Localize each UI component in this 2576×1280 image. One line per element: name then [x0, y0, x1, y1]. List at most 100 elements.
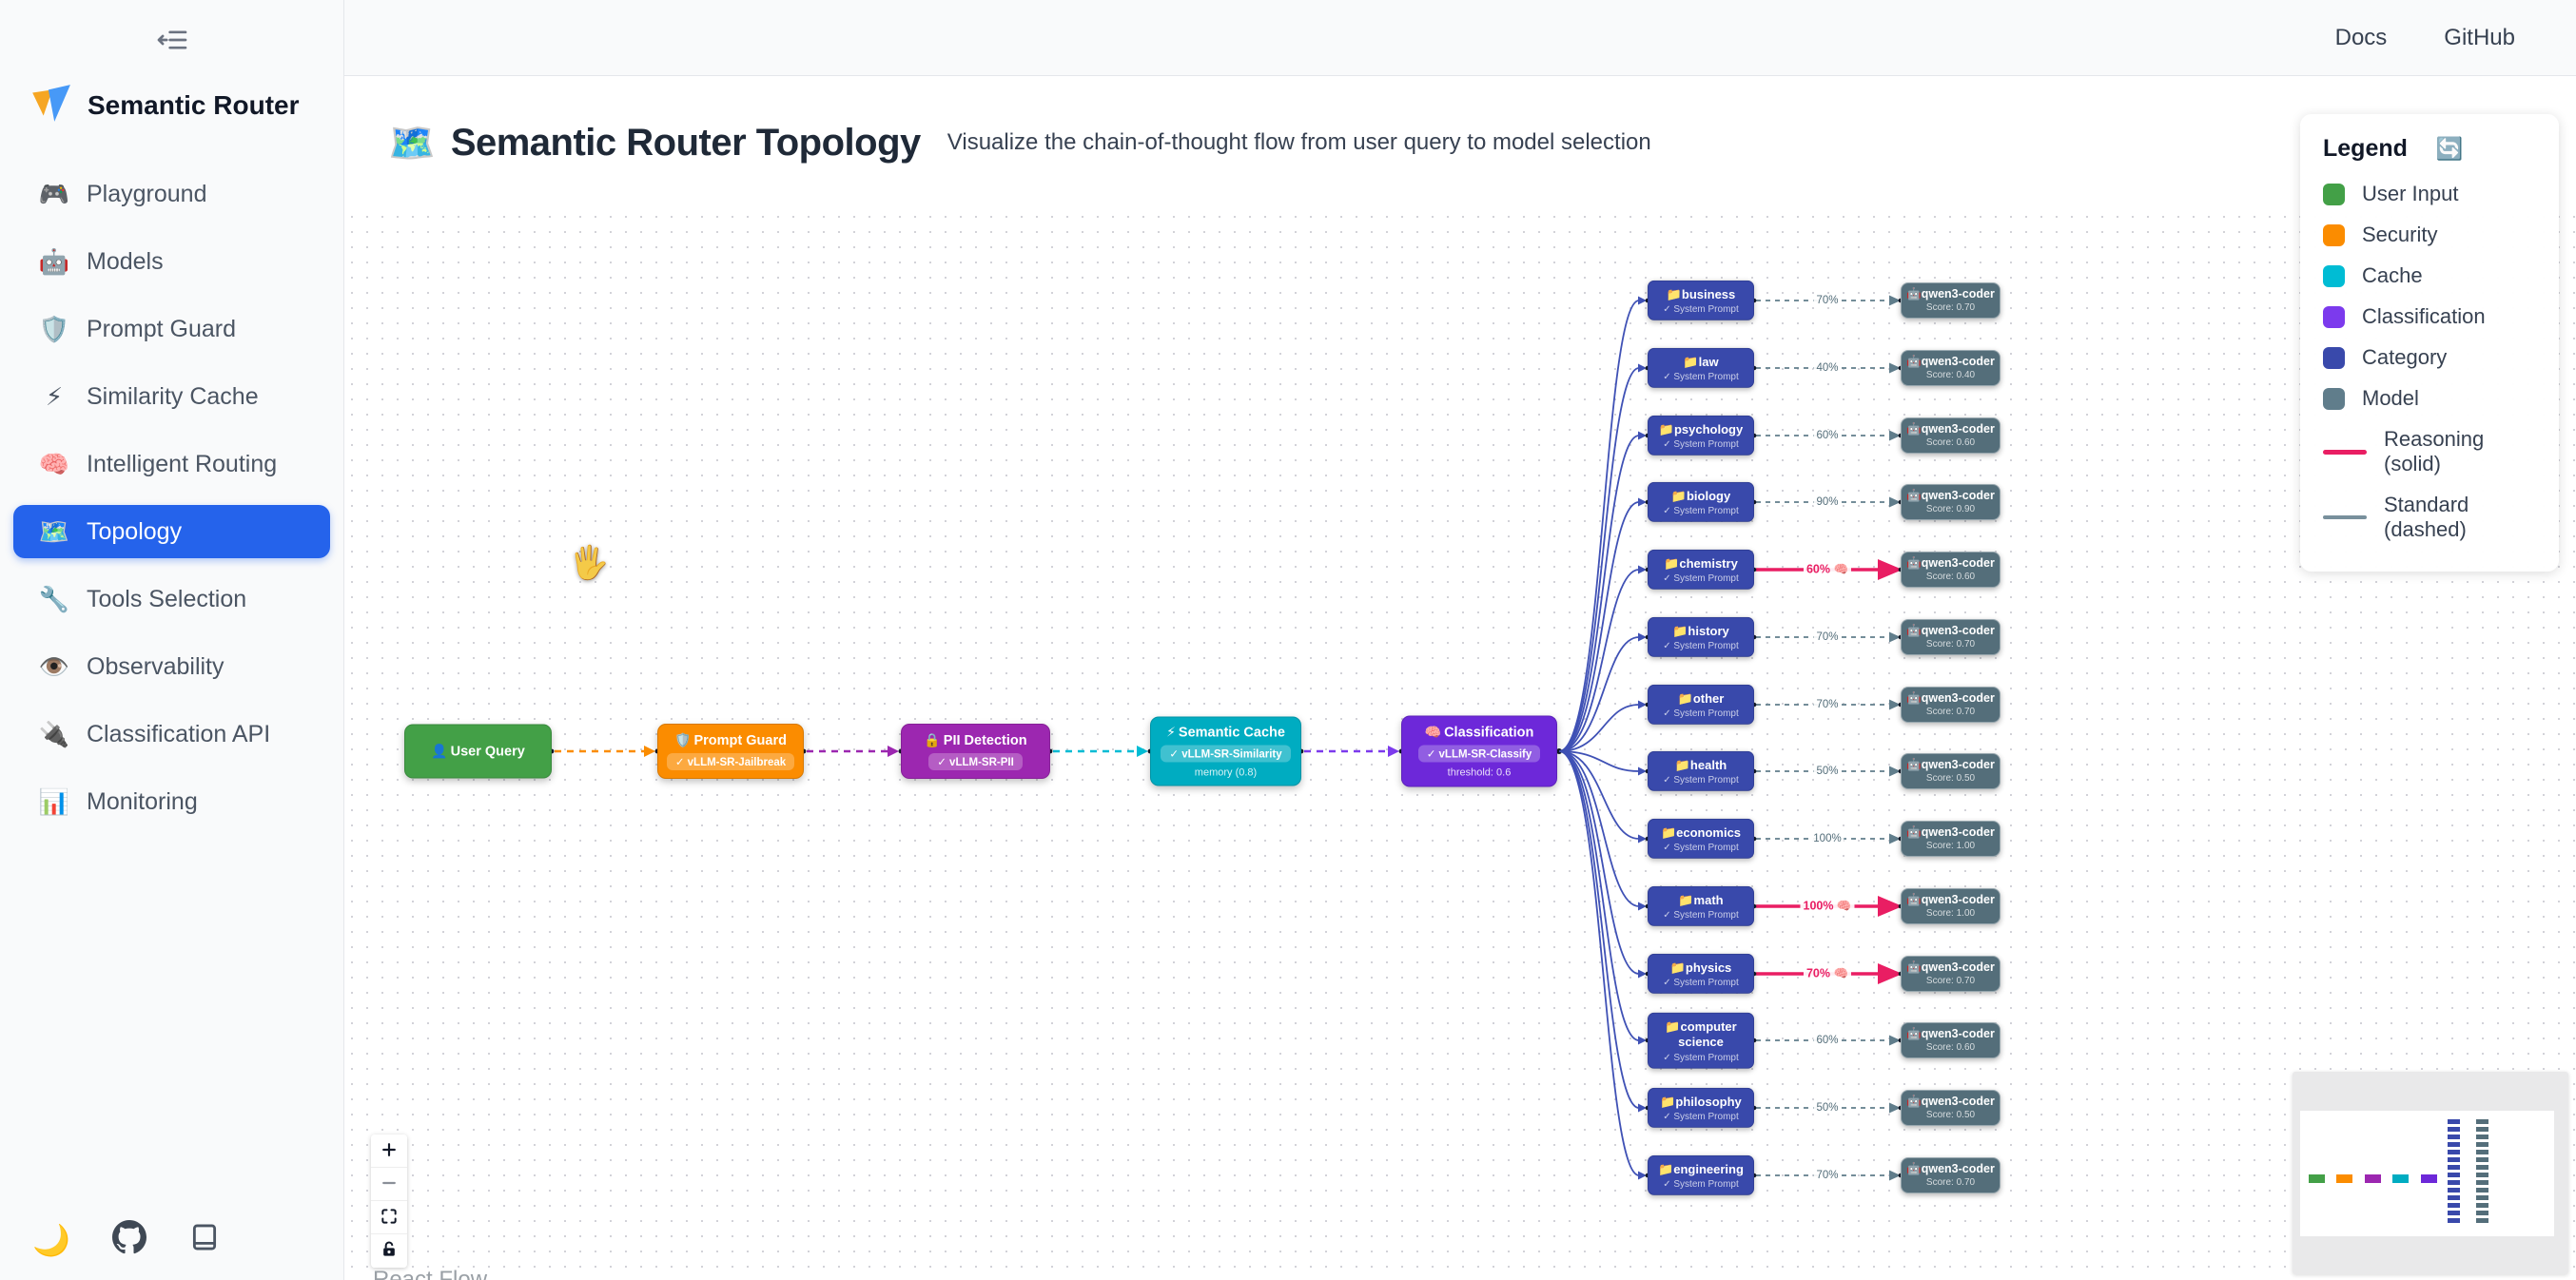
sidebar-item-prompt-guard[interactable]: 🛡️ Prompt Guard: [13, 302, 330, 356]
minimap-node: [2448, 1180, 2460, 1185]
category-swatch: [2323, 346, 2345, 369]
fit-view-button[interactable]: [371, 1201, 407, 1234]
sidebar-item-label: Intelligent Routing: [87, 450, 278, 477]
refresh-icon[interactable]: 🔄: [2435, 136, 2464, 161]
minimap-node: [2448, 1157, 2460, 1162]
sidebar-item-classification-api[interactable]: 🔌 Classification API: [13, 708, 330, 761]
sidebar-item-intelligent-routing[interactable]: 🧠 Intelligent Routing: [13, 437, 330, 491]
docs-link[interactable]: Docs: [2334, 24, 2388, 50]
sidebar-item-similarity-cache[interactable]: ⚡ Similarity Cache: [13, 370, 330, 423]
map-icon: 🗺️: [38, 516, 70, 546]
category-node-chemistry[interactable]: 📁chemistry✓ System Prompt: [1648, 549, 1754, 591]
sidebar-item-observability[interactable]: 👁️ Observability: [13, 640, 330, 693]
model-score: Score: 0.60: [1925, 1042, 1976, 1053]
sidebar-item-playground[interactable]: 🎮 Playground: [13, 167, 330, 221]
minimap-node: [2448, 1211, 2460, 1215]
category-node-physics[interactable]: 📁physics✓ System Prompt: [1648, 953, 1754, 995]
category-node-economics[interactable]: 📁economics✓ System Prompt: [1648, 818, 1754, 860]
minimap[interactable]: [2293, 1072, 2568, 1274]
category-subtext: ✓ System Prompt: [1663, 573, 1739, 585]
eye-icon: 👁️: [38, 651, 70, 681]
content: 🗺️ Semantic Router Topology Visualize th…: [344, 76, 2576, 1280]
edge-label-math: 100% 🧠: [1800, 899, 1855, 914]
category-node-math[interactable]: 📁math✓ System Prompt: [1648, 885, 1754, 927]
sidebar-item-topology[interactable]: 🗺️ Topology: [13, 505, 330, 558]
github-footer-button[interactable]: [111, 1220, 146, 1261]
category-title: 📁economics: [1660, 824, 1742, 840]
shield-icon: 🛡️: [38, 314, 70, 343]
classification-swatch: [2323, 305, 2345, 328]
model-score: Score: 0.50: [1925, 773, 1976, 784]
model-title: 🤖qwen3-coder: [1906, 287, 1995, 301]
model-score: Score: 0.70: [1925, 1177, 1976, 1188]
main-area: Docs GitHub 🗺️ Semantic Router Topology …: [344, 0, 2576, 1280]
sidebar-item-label: Similarity Cache: [87, 382, 259, 410]
category-node-law[interactable]: 📁law✓ System Prompt: [1648, 347, 1754, 389]
category-node-business[interactable]: 📁business✓ System Prompt: [1648, 280, 1754, 321]
sidebar-item-models[interactable]: 🤖 Models: [13, 235, 330, 288]
minimap-node: [2476, 1188, 2488, 1193]
minimap-node: [2448, 1127, 2460, 1132]
minimap-viewport: [2300, 1111, 2554, 1236]
flow-node-prompt-guard[interactable]: 🛡️Prompt Guard✓ vLLM-SR-Jailbreak: [657, 724, 804, 779]
category-node-other[interactable]: 📁other✓ System Prompt: [1648, 684, 1754, 726]
page-subtitle: Visualize the chain-of-thought flow from…: [946, 129, 1651, 155]
category-subtext: ✓ System Prompt: [1663, 910, 1739, 921]
edge-label-other: 70%: [1813, 699, 1842, 710]
minimap-node: [2448, 1188, 2460, 1193]
flow-canvas[interactable]: 👤User Query 🛡️Prompt Guard✓ vLLM-SR-Jailb…: [344, 209, 2576, 1280]
node-title: 🛡️Prompt Guard: [674, 732, 787, 748]
flow-node-pii-detection[interactable]: 🔒PII Detection✓ vLLM-SR-PII: [901, 724, 1050, 779]
flow-node-user-query[interactable]: 👤User Query: [404, 724, 552, 779]
category-subtext: ✓ System Prompt: [1663, 1112, 1739, 1123]
theme-toggle-button[interactable]: 🌙: [32, 1225, 70, 1255]
category-subtext: ✓ System Prompt: [1663, 978, 1739, 989]
category-node-psychology[interactable]: 📁psychology✓ System Prompt: [1648, 415, 1754, 456]
zoom-out-button[interactable]: [371, 1168, 407, 1201]
minimap-node: [2476, 1165, 2488, 1170]
docs-book-button[interactable]: [188, 1221, 221, 1258]
model-title: 🤖qwen3-coder: [1906, 758, 1995, 771]
github-link[interactable]: GitHub: [2444, 24, 2515, 50]
playground-icon: 🎮: [38, 179, 70, 208]
model-score: Score: 0.70: [1925, 707, 1976, 717]
model-title: 🤖qwen3-coder: [1906, 624, 1995, 637]
category-node-computer-science[interactable]: 📁computer science✓ System Prompt: [1648, 1012, 1754, 1069]
minus-icon: [380, 1173, 399, 1195]
minimap-node: [2476, 1211, 2488, 1215]
zoom-in-button[interactable]: [371, 1135, 407, 1168]
legend-item-user-input: User Input: [2323, 182, 2536, 206]
category-node-health[interactable]: 📁health✓ System Prompt: [1648, 750, 1754, 792]
category-subtext: ✓ System Prompt: [1663, 641, 1739, 652]
lock-button[interactable]: [371, 1234, 407, 1268]
sidebar-item-monitoring[interactable]: 📊 Monitoring: [13, 775, 330, 828]
sidebar-collapse-button[interactable]: [156, 27, 188, 56]
minimap-node: [2336, 1174, 2352, 1183]
category-subtext: ✓ System Prompt: [1663, 372, 1739, 383]
node-title: 👤User Query: [431, 743, 525, 760]
github-icon: [111, 1220, 146, 1261]
sidebar-item-tools-selection[interactable]: 🔧 Tools Selection: [13, 572, 330, 626]
category-node-history[interactable]: 📁history✓ System Prompt: [1648, 616, 1754, 658]
category-node-philosophy[interactable]: 📁philosophy ✓ System Prompt: [1648, 1087, 1754, 1129]
category-node-engineering[interactable]: 📁engineering✓ System Prompt: [1648, 1154, 1754, 1196]
category-title: 📁philosophy: [1660, 1094, 1742, 1109]
category-node-biology[interactable]: 📁biology✓ System Prompt: [1648, 481, 1754, 523]
category-title: 📁psychology: [1658, 421, 1744, 436]
